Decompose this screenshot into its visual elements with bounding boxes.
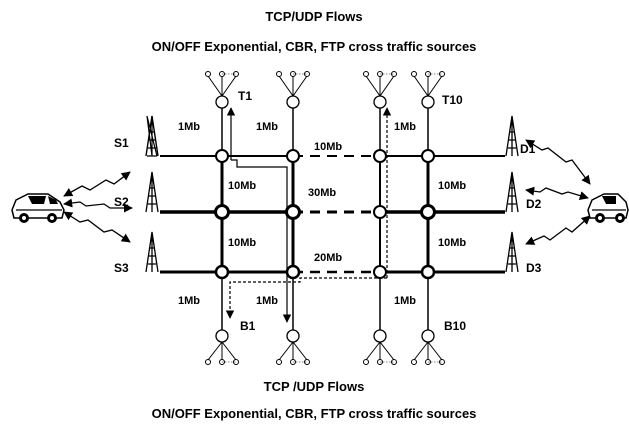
top-title: TCP/UDP Flows: [265, 9, 362, 24]
bottom-host-cluster-2: [276, 329, 310, 365]
bandwidth-label: 10Mb: [314, 141, 342, 153]
antenna-tower-icon: [505, 231, 519, 273]
bottom-host-cluster-10: [411, 329, 445, 365]
antenna-tower-icon: [145, 115, 159, 157]
bandwidth-label: 1Mb: [256, 295, 278, 307]
bandwidth-label: 30Mb: [308, 187, 336, 199]
destination-label-d3: D3: [526, 261, 542, 275]
flow-arrows: [225, 107, 392, 323]
bandwidth-label: 10Mb: [438, 180, 466, 192]
destination-label-d1: D1: [520, 142, 536, 156]
router-node: [421, 149, 435, 163]
router-node: [420, 204, 436, 220]
cross-node-label-t10: T10: [442, 93, 463, 107]
bandwidth-label: 1Mb: [256, 121, 278, 133]
router-node: [373, 149, 387, 163]
bandwidth-label: 1Mb: [394, 121, 416, 133]
wireless-link-icon: [525, 139, 591, 245]
bottom-title: TCP /UDP Flows: [264, 379, 365, 394]
bandwidth-label: 1Mb: [178, 295, 200, 307]
bandwidth-label: 1Mb: [178, 121, 200, 133]
antenna-tower-icon: [505, 115, 519, 157]
cross-node-label-b1: B1: [240, 319, 256, 333]
car-icon: [587, 193, 629, 223]
source-label-s3: S3: [114, 261, 129, 275]
source-label-s1: S1: [114, 136, 129, 150]
router-node: [373, 205, 387, 219]
antenna-tower-icon: [145, 171, 159, 213]
router-nodes: [214, 149, 436, 280]
router-node: [215, 149, 229, 163]
source-label-s2: S2: [114, 195, 129, 209]
top-host-cluster-1: [205, 71, 239, 109]
router-node: [214, 204, 230, 220]
antenna-tower-icon: [505, 171, 519, 213]
car-icon: [11, 193, 65, 223]
cross-node-label-b10: B10: [444, 319, 466, 333]
bandwidth-label: 10Mb: [228, 237, 256, 249]
cross-node-label-t1: T1: [238, 89, 252, 103]
antenna-tower-icon: [145, 231, 159, 273]
bottom-subtitle: ON/OFF Exponential, CBR, FTP cross traff…: [152, 406, 477, 421]
destination-label-d2: D2: [526, 197, 542, 211]
top-subtitle: ON/OFF Exponential, CBR, FTP cross traff…: [152, 39, 477, 54]
router-node: [373, 265, 387, 279]
router-node: [420, 264, 436, 280]
top-host-cluster-2: [276, 71, 310, 109]
bandwidth-label: 1Mb: [394, 295, 416, 307]
router-node: [286, 149, 300, 163]
top-host-cluster-9: [363, 71, 397, 109]
router-node: [285, 264, 301, 280]
top-host-cluster-10: [411, 71, 445, 109]
bottom-host-cluster-1: [205, 329, 239, 365]
bottom-host-cluster-9: [363, 329, 397, 365]
bandwidth-label: 10Mb: [438, 237, 466, 249]
router-node: [285, 204, 301, 220]
bandwidth-label: 20Mb: [314, 252, 342, 264]
bandwidth-label: 10Mb: [228, 180, 256, 192]
router-node: [214, 264, 230, 280]
wireless-link-icon: [63, 171, 133, 243]
